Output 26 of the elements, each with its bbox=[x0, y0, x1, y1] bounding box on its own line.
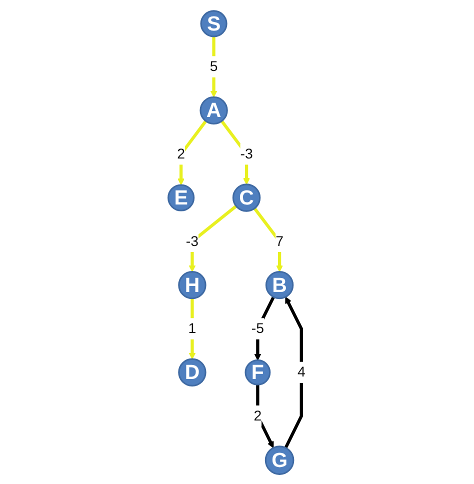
node-circle: E bbox=[168, 184, 195, 212]
edge-label: 2 bbox=[254, 408, 262, 424]
node-circle: B bbox=[266, 271, 294, 300]
node-circle: D bbox=[178, 358, 206, 387]
edge-label: 7 bbox=[276, 233, 284, 249]
arrow bbox=[256, 384, 274, 448]
arrow bbox=[188, 204, 238, 272]
edge-label: 1 bbox=[188, 320, 196, 336]
edge-label: -3 bbox=[240, 146, 254, 162]
arrow bbox=[254, 296, 276, 361]
node-circle: H bbox=[178, 271, 206, 300]
node-circle: G bbox=[265, 446, 294, 475]
node-circle: F bbox=[244, 359, 271, 386]
edge-label: 5 bbox=[210, 58, 218, 74]
edge-label: 4 bbox=[298, 364, 306, 380]
node-circle: S bbox=[200, 10, 228, 38]
node-circle: C bbox=[232, 184, 261, 212]
arrow bbox=[284, 296, 304, 449]
arrow bbox=[220, 120, 250, 185]
edge-label: -3 bbox=[186, 233, 199, 249]
edge-label: -5 bbox=[252, 320, 264, 336]
arrow bbox=[210, 36, 218, 98]
arrow bbox=[178, 120, 208, 186]
edge-label: 2 bbox=[177, 146, 186, 162]
arrow bbox=[253, 207, 284, 272]
node-circle: A bbox=[200, 96, 228, 125]
